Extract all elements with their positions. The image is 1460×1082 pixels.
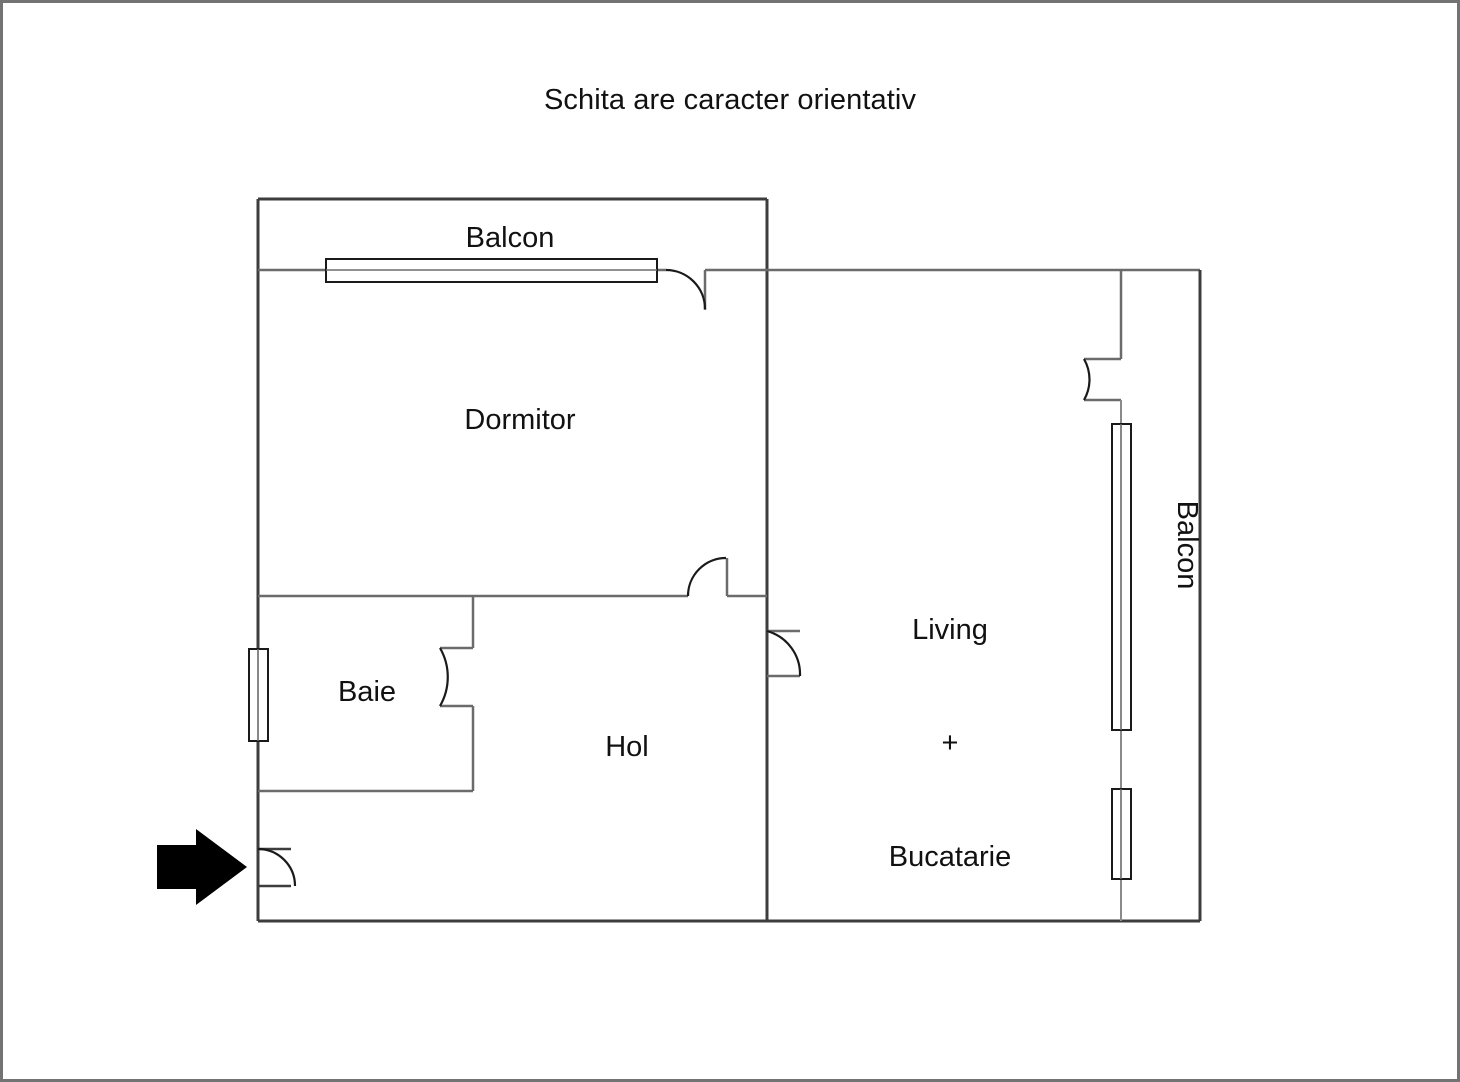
windows-group — [248, 258, 1132, 880]
room-label-baie: Baie — [337, 676, 397, 708]
living-label-line1: Living — [912, 614, 988, 647]
room-label-balcon-right: Balcon — [1171, 500, 1203, 590]
door-living-arc — [766, 629, 802, 677]
entrance-arrow-shape — [157, 829, 247, 905]
entrance-direction-arrow — [157, 829, 247, 905]
door-balcon-top-arc — [665, 268, 707, 310]
living-label-line2: Bucatarie — [888, 840, 1012, 873]
page-title: Schita are caracter orientativ — [543, 84, 917, 116]
door-balcon-right-arc — [1083, 358, 1091, 401]
door-entrance-arc — [257, 847, 297, 887]
room-label-living-bucatarie: Living + Bucatarie — [840, 537, 1060, 952]
room-label-dormitor: Dormitor — [464, 404, 576, 436]
room-label-balcon-top: Balcon — [465, 222, 555, 254]
door-baie-arc — [439, 647, 449, 707]
room-label-hol: Hol — [605, 731, 649, 763]
doors-group — [257, 268, 1091, 887]
door-dormitor-arc — [686, 556, 727, 597]
living-label-plus: + — [941, 727, 959, 760]
